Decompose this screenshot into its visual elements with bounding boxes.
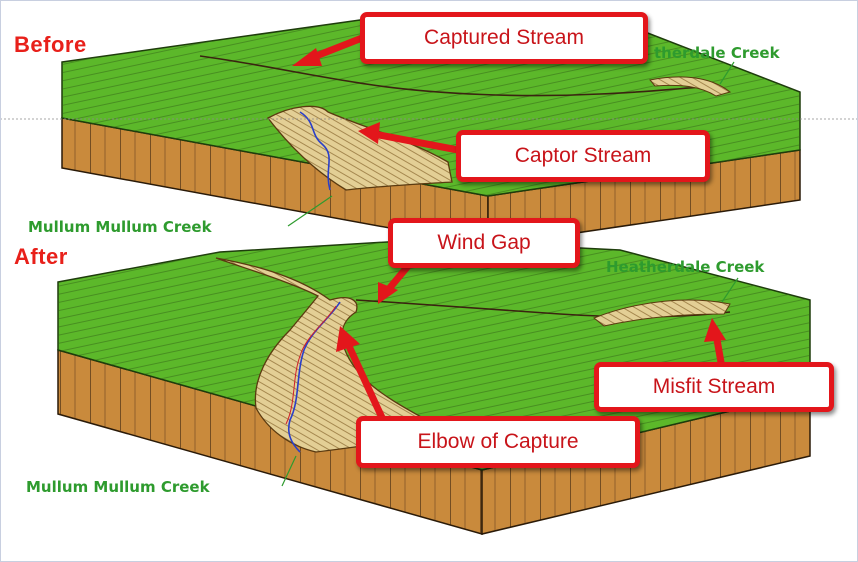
after-block	[57, 239, 811, 535]
after-mullum-label: Mullum Mullum Creek	[26, 478, 210, 496]
after-title: After	[14, 244, 68, 269]
before-mullum-label: Mullum Mullum Creek	[28, 218, 212, 236]
after-heatherdale-valley	[593, 299, 731, 327]
captured-stream-arrowhead	[292, 48, 322, 66]
before-heatherdale-label: therdale Creek	[654, 44, 780, 62]
callout-wind-gap: Wind Gap	[388, 218, 580, 268]
creek-leaders	[281, 61, 739, 487]
callout-captor-stream: Captor Stream	[456, 130, 710, 182]
callout-misfit-stream: Misfit Stream	[594, 362, 834, 412]
callout-elbow-of-capture: Elbow of Capture	[356, 416, 640, 468]
misfit-arrowhead	[704, 318, 726, 342]
wind-gap-arrowhead	[378, 282, 398, 304]
before-heatherdale-valley	[649, 76, 732, 97]
captor-stream-arrowhead	[358, 122, 380, 144]
before-captor-stream	[299, 111, 331, 191]
after-heatherdale-label: Heatherdale Creek	[606, 258, 765, 276]
before-captured-stream-line	[199, 55, 721, 97]
callout-captured-stream: Captured Stream	[360, 12, 648, 64]
before-title: Before	[14, 32, 87, 57]
elbow-arrowhead	[336, 326, 360, 352]
